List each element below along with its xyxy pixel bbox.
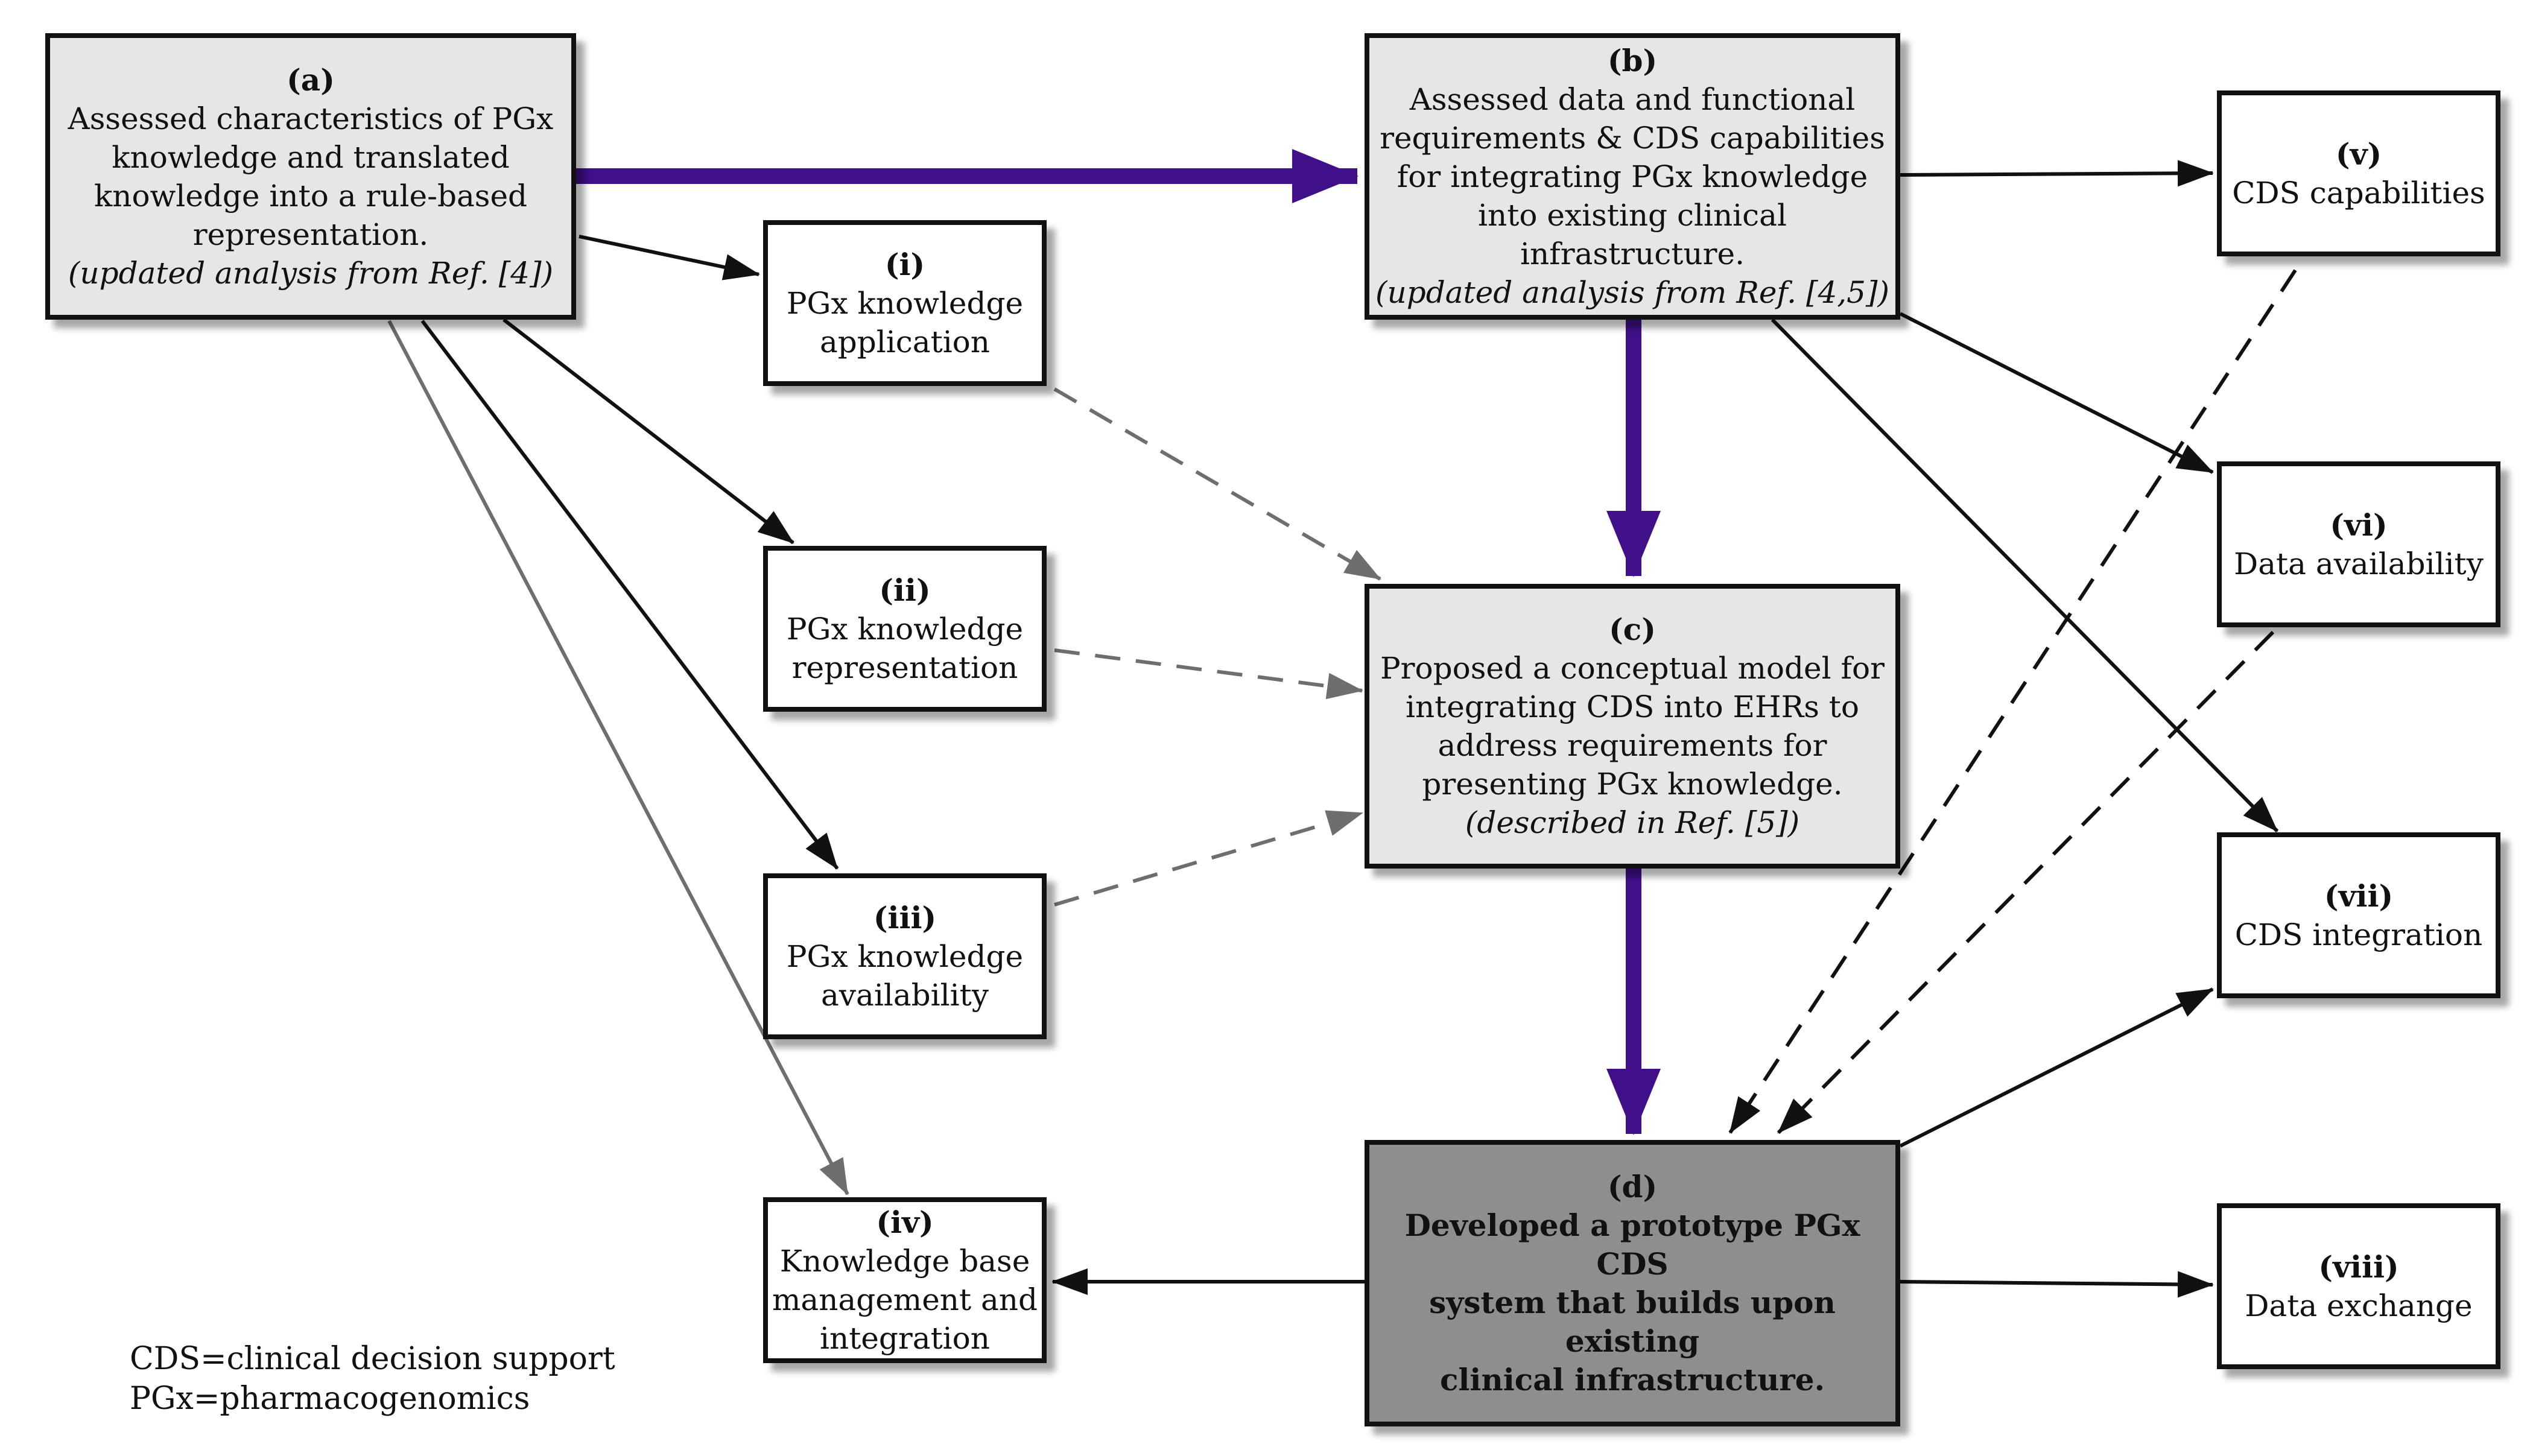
arrow-b-to-v	[1900, 160, 2214, 187]
box-a-label: (a)	[287, 62, 335, 98]
box-i-label: (i)	[884, 246, 925, 282]
box-d-label: (d)	[1607, 1168, 1658, 1204]
box-c-reference: (described in Ref. [5])	[1465, 805, 1800, 840]
box-viii: (viii) Data exchange	[2217, 1203, 2500, 1369]
box-iv: (iv) Knowledge base management and integ…	[763, 1197, 1047, 1363]
box-i-text: PGx knowledge application	[786, 285, 1024, 359]
abbreviation-legend: CDS=clinical decision support PGx=pharma…	[130, 1339, 615, 1419]
box-viii-text: Data exchange	[2245, 1288, 2473, 1323]
box-viii-label: (viii)	[2318, 1249, 2399, 1285]
box-ii: (ii) PGx knowledge representation	[763, 546, 1047, 712]
box-v: (v) CDS capabilities	[2217, 90, 2500, 256]
box-vi-label: (vi)	[2330, 507, 2388, 543]
box-vii-text: CDS integration	[2234, 917, 2483, 952]
box-iii-text: PGx knowledge availability	[786, 938, 1024, 1013]
box-a-reference: (updated analysis from Ref. [4])	[68, 255, 554, 291]
box-b-text: Assessed data and functional requirement…	[1380, 81, 1885, 271]
box-a: (a) Assessed characteristics of PGx know…	[45, 33, 576, 320]
box-c-text: Proposed a conceptual model for integrat…	[1380, 651, 1885, 802]
arrow-iii-to-c	[1054, 810, 1363, 907]
box-v-label: (v)	[2335, 136, 2382, 172]
box-vii-label: (vii)	[2324, 878, 2394, 914]
arrow-a-to-iii	[420, 320, 839, 870]
arrow-ii-to-c	[1054, 648, 1363, 700]
box-vi-text: Data availability	[2234, 546, 2484, 581]
box-d-text: Developed a prototype PGx CDS system tha…	[1404, 1207, 1860, 1397]
box-ii-text: PGx knowledge representation	[786, 611, 1024, 685]
box-iv-label: (iv)	[876, 1204, 934, 1240]
box-d: (d) Developed a prototype PGx CDS system…	[1365, 1140, 1900, 1426]
legend-cds: CDS=clinical decision support	[130, 1341, 615, 1377]
box-vi: (vi) Data availability	[2217, 461, 2500, 627]
box-a-text: Assessed characteristics of PGx knowledg…	[68, 101, 554, 252]
arrow-a-to-iv	[387, 320, 849, 1195]
box-ii-label: (ii)	[879, 572, 931, 608]
arrow-d-to-viii	[1900, 1271, 2214, 1298]
legend-pgx: PGx=pharmacogenomics	[130, 1381, 530, 1417]
arrow-v-to-d	[1728, 269, 2297, 1134]
arrow-b-to-vii	[1771, 318, 2279, 833]
box-c-label: (c)	[1609, 612, 1656, 647]
arrow-a-to-i	[579, 235, 760, 280]
box-iii: (iii) PGx knowledge availability	[763, 873, 1047, 1039]
box-iv-text: Knowledge base management and integratio…	[772, 1243, 1038, 1356]
box-iii-label: (iii)	[873, 899, 937, 935]
box-v-text: CDS capabilities	[2232, 175, 2485, 210]
box-b-label: (b)	[1607, 42, 1658, 78]
box-vii: (vii) CDS integration	[2217, 832, 2500, 998]
box-i: (i) PGx knowledge application	[763, 220, 1047, 386]
box-c: (c) Proposed a conceptual model for inte…	[1365, 584, 1900, 869]
arrow-i-to-c	[1053, 387, 1381, 581]
arrow-a-to-ii	[503, 318, 794, 545]
arrow-b-to-vi	[1899, 312, 2214, 474]
arrow-vi-to-d	[1777, 630, 2275, 1135]
arrow-d-to-vii	[1899, 987, 2214, 1148]
box-b-reference: (updated analysis from Ref. [4,5])	[1375, 274, 1889, 310]
box-b: (b) Assessed data and functional require…	[1365, 33, 1900, 320]
